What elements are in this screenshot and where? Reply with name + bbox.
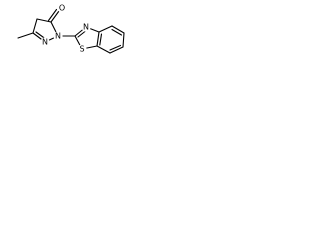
atom-label-thiazole-sulfur: S [79,45,84,54]
atom-label-thiazole-nitrogen: N [83,23,89,32]
bond-c5-c6 [122,32,125,48]
atom-label-pyrazole-n1: N [55,32,61,41]
bond-c6-c7 [109,46,124,54]
bond-c4-c5 [111,25,125,34]
bond-c3a-c4 [98,25,113,33]
bond-methyl [17,32,34,39]
bond-c3a-c7a [96,31,100,47]
chemical-structure-diagram: O N N N S [17,3,125,54]
bond-ring-c3-n2-double [35,31,46,40]
bond-c4-c5-double [111,28,123,36]
atom-label-oxygen: O [59,4,65,13]
atom-label-pyrazole-n2: N [42,38,48,47]
bond-c7-c7a [96,45,111,54]
bond-carbonyl [50,10,60,23]
bond-ring-c5-c4 [36,18,52,23]
bond-carbonyl-double [47,8,58,22]
bond-c6-c7-double [109,44,122,51]
bond-c3a-c7a-double [99,33,103,46]
bond-ring-c4-c3 [32,18,38,34]
